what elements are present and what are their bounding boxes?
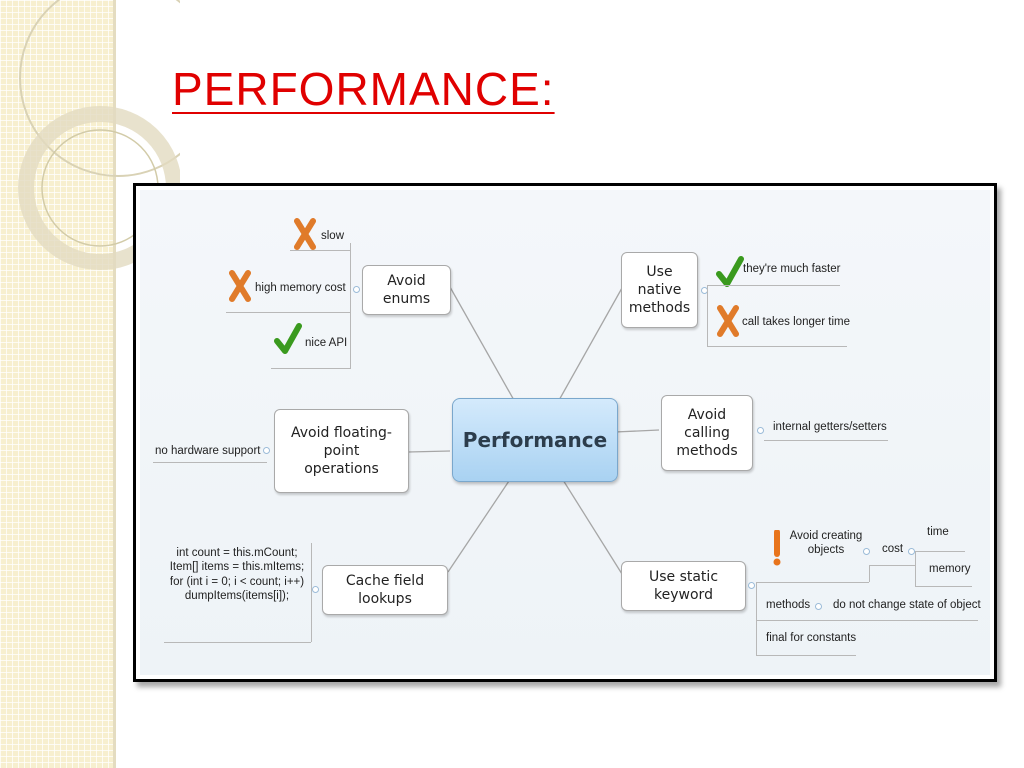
leaf-high-memory-cost: high memory cost	[255, 282, 346, 294]
leaf-line: Avoid creating	[789, 530, 863, 542]
leaf-methods: methods	[766, 599, 811, 611]
leaf-underline	[869, 565, 915, 566]
leaf-underline	[707, 285, 840, 286]
leaf-underline	[153, 462, 267, 463]
leaf-much-faster: they're much faster	[743, 263, 841, 275]
cross-icon	[229, 270, 251, 302]
branch-line	[311, 543, 312, 642]
branch-line	[869, 565, 870, 582]
node-label: methods	[676, 443, 738, 460]
collapse-dot[interactable]	[815, 603, 822, 610]
node-label: operations	[304, 461, 379, 478]
leaf-no-change-state: do not change state of object	[833, 599, 981, 611]
branch-line	[756, 582, 757, 655]
leaf-underline	[915, 586, 972, 587]
branch-line	[915, 551, 916, 586]
leaf-underline	[164, 642, 311, 643]
mindmap-frame: Performance Avoid enums slow high memory…	[133, 183, 997, 682]
collapse-dot[interactable]	[748, 582, 755, 589]
leaf-underline	[290, 250, 350, 251]
node-label: Avoid floating-point	[291, 424, 392, 459]
leaf-nice-api: nice API	[305, 337, 348, 349]
leaf-underline	[756, 582, 869, 583]
node-label: methods	[628, 300, 691, 317]
use-static-node[interactable]: Use static keyword	[621, 561, 746, 611]
code-line: Item[] items = this.mItems;	[169, 561, 305, 574]
collapse-dot[interactable]	[757, 427, 764, 434]
avoid-calling-node[interactable]: Avoid calling methods	[661, 395, 753, 471]
branch-line	[707, 285, 708, 347]
node-label: Avoid calling	[684, 406, 730, 441]
cache-field-node[interactable]: Cache field lookups	[322, 565, 448, 615]
leaf-underline	[756, 620, 978, 621]
avoid-enums-node[interactable]: Avoid enums	[362, 265, 451, 315]
collapse-dot[interactable]	[263, 447, 270, 454]
leaf-call-longer: call takes longer time	[742, 316, 851, 328]
check-icon	[274, 323, 302, 354]
collapse-dot[interactable]	[863, 548, 870, 555]
leaf-underline	[271, 368, 351, 369]
node-label: Use native	[637, 263, 682, 298]
leaf-underline	[915, 551, 965, 552]
leaf-memory: memory	[929, 563, 971, 575]
collapse-dot[interactable]	[312, 586, 319, 593]
code-line: for (int i = 0; i < count; i++)	[169, 575, 305, 588]
collapse-dot[interactable]	[353, 286, 360, 293]
leaf-underline	[707, 346, 847, 347]
leaf-no-hardware: no hardware support	[155, 445, 261, 457]
avoid-float-node[interactable]: Avoid floating-point operations	[274, 409, 409, 493]
check-icon	[716, 256, 744, 287]
leaf-avoid-creating: Avoid creating objects	[786, 529, 866, 558]
leaf-final-constants: final for constants	[766, 632, 857, 644]
leaf-time: time	[927, 526, 949, 538]
cross-icon	[717, 305, 739, 337]
mindmap-canvas: Performance Avoid enums slow high memory…	[140, 190, 990, 675]
cross-icon	[294, 218, 316, 250]
collapse-dot[interactable]	[908, 548, 915, 555]
sidebar-edge	[113, 0, 116, 768]
branch-line	[350, 243, 351, 368]
code-snippet: int count = this.mCount; Item[] items = …	[165, 546, 309, 604]
leaf-line: objects	[807, 544, 845, 557]
leaf-cost: cost	[882, 543, 904, 555]
code-line: int count = this.mCount;	[176, 547, 298, 559]
central-node[interactable]: Performance	[452, 398, 618, 482]
leaf-underline	[764, 440, 888, 441]
use-native-node[interactable]: Use native methods	[621, 252, 698, 328]
leaf-getters-setters: internal getters/setters	[773, 421, 887, 433]
leaf-underline	[756, 655, 856, 656]
leaf-underline	[226, 312, 350, 313]
code-line: dumpItems(items[i]);	[184, 590, 290, 603]
leaf-slow: slow	[321, 230, 345, 242]
connector-lines	[407, 286, 660, 575]
page-title: PERFORMANCE:	[172, 63, 555, 115]
warning-icon	[773, 530, 781, 566]
